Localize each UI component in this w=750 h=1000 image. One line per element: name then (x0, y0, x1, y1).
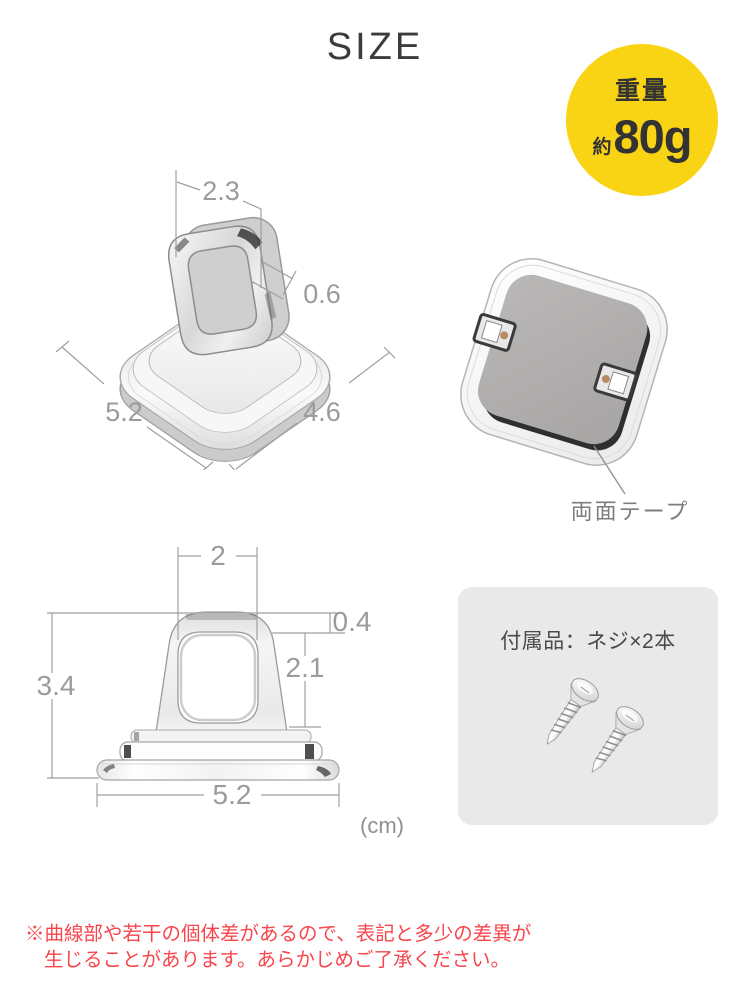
screw-right (591, 706, 644, 773)
screws-illustration (546, 678, 644, 773)
accessories-box: 付属品：ネジ×2本 (458, 587, 718, 825)
page-title: SIZE (326, 26, 424, 68)
disclaimer-note: ※曲線部や若干の個体差があるので、表記と多少の差異が 生じることがあります。あら… (25, 921, 531, 973)
dim-top-thickness-label: 0.4 (333, 606, 372, 637)
tape-leader-line (593, 445, 626, 495)
dim-front-base-width-label: 5.2 (213, 779, 252, 810)
accessories-label: 付属品：ネジ×2本 (500, 630, 676, 653)
ring-illustration (167, 216, 290, 356)
screw-left (546, 678, 599, 745)
front-dimension-lines (47, 547, 345, 807)
weight-badge: 重量 約 80g (566, 44, 718, 196)
weight-badge-value-row: 約 80g (566, 109, 718, 164)
dim-ring-width-label: 2.3 (202, 176, 240, 206)
dim-ring-thickness-label: 0.6 (303, 279, 341, 309)
dim-inner-width-label: 2 (210, 540, 226, 571)
screw-clip-left (472, 313, 517, 352)
perspective-dimension-lines (55, 170, 395, 470)
weight-approx-prefix: 約 (592, 137, 612, 158)
perspective-view-diagram: 2.3 0.6 5.2 4.6 (55, 170, 395, 470)
weight-value: 80g (613, 110, 693, 163)
disclaimer-line1: ※曲線部や若干の個体差があるので、表記と多少の差異が (25, 923, 532, 945)
dim-inner-height-label: 2.1 (286, 652, 325, 683)
back-view-diagram: 両面テープ (460, 258, 690, 524)
screw-clip-right (593, 362, 638, 402)
tape-label: 両面テープ (571, 499, 690, 524)
front-view-diagram: 2 0.4 2.1 3.4 5.2 (cm) (37, 540, 404, 838)
unit-label: (cm) (360, 813, 404, 838)
dim-total-height-label: 3.4 (37, 670, 76, 701)
front-product-illustration (96, 611, 340, 781)
disclaimer-line2: 生じることがあります。あらかじめご了承ください。 (44, 949, 511, 971)
ring-top-shading (185, 614, 258, 620)
back-product-illustration (460, 258, 668, 466)
weight-badge-label: 重量 (614, 77, 669, 105)
perspective-product-illustration (119, 216, 331, 462)
dim-base-width-label: 4.6 (303, 397, 341, 427)
dim-base-depth-label: 5.2 (105, 397, 143, 427)
double-sided-tape (477, 274, 648, 445)
